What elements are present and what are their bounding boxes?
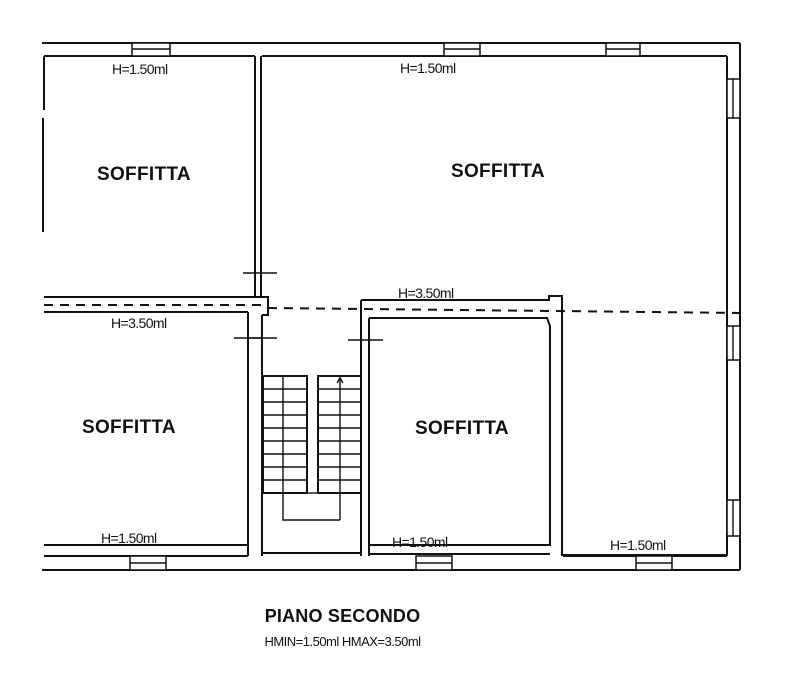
door-markers (234, 272, 383, 341)
plan-title: PIANO SECONDO (264, 606, 421, 626)
height-label: H=3.50ml (111, 315, 167, 331)
room-label-bottom-left: SOFFITTA (82, 417, 176, 438)
plan-subtitle: HMIN=1.50ml HMAX=3.50ml (264, 634, 421, 649)
outer-walls (42, 42, 741, 571)
room-label-top-right: SOFFITTA (451, 161, 545, 182)
staircase (262, 375, 362, 521)
room-label-top-left: SOFFITTA (97, 164, 191, 185)
height-label: H=1.50ml (112, 61, 168, 77)
height-label: H=1.50ml (392, 534, 448, 550)
room-label-bottom-middle: SOFFITTA (415, 418, 509, 439)
interior-walls (44, 56, 727, 556)
ridge-line (44, 304, 746, 314)
stair-up-arrow-icon (336, 376, 344, 384)
height-label: H=1.50ml (610, 537, 666, 553)
height-label: H=1.50ml (400, 60, 456, 76)
windows (129, 42, 741, 571)
height-label: H=3.50ml (398, 285, 454, 301)
height-label: H=1.50ml (101, 530, 157, 546)
